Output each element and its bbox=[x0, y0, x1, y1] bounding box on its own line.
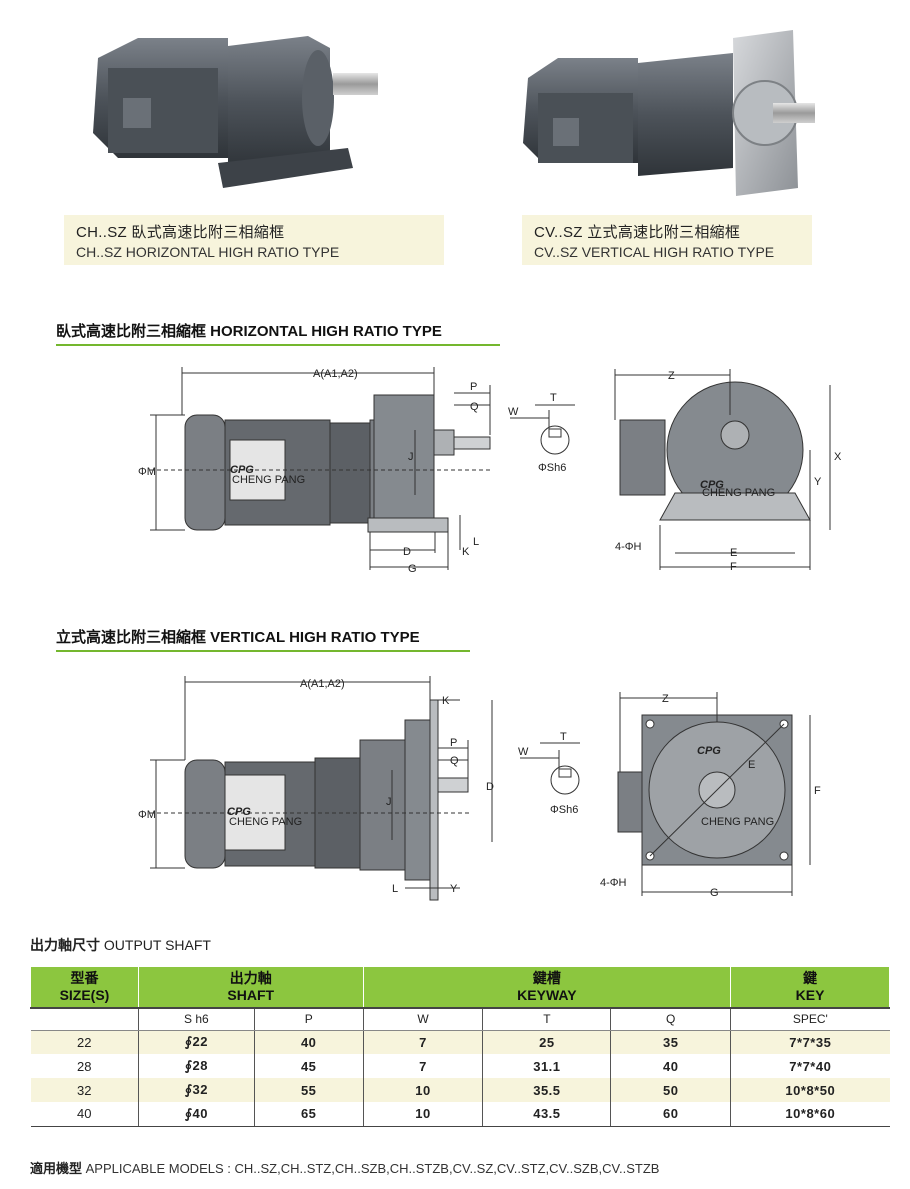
horizontal-front-brand-name: CHENG PANG bbox=[702, 487, 775, 499]
vertical-brand-name: CHENG PANG bbox=[229, 816, 302, 828]
horizontal-caption-en: CH..SZ HORIZONTAL HIGH RATIO TYPE bbox=[76, 244, 340, 260]
v-dim-h: 4-ΦH bbox=[600, 877, 627, 889]
v-dim-t: T bbox=[560, 731, 567, 743]
horizontal-brand-name: CHENG PANG bbox=[232, 474, 305, 486]
vertical-caption-en: CV..SZ VERTICAL HIGH RATIO TYPE bbox=[534, 244, 775, 260]
v-dim-a: A(A1,A2) bbox=[300, 678, 345, 690]
h-dim-g: G bbox=[408, 563, 417, 575]
h-dim-y: Y bbox=[814, 476, 822, 488]
v-dim-e: E bbox=[748, 759, 755, 771]
v-dim-q: Q bbox=[450, 755, 459, 767]
applicable-models-list: APPLICABLE MODELS : CH..SZ,CH..STZ,CH..S… bbox=[85, 1161, 660, 1176]
h-dim-k: K bbox=[462, 546, 470, 558]
table-subheader-row: S h6 P W T Q SPEC' bbox=[30, 1008, 890, 1031]
v-dim-z: Z bbox=[662, 693, 669, 705]
table-row: 28 ∮28 45 7 31.1 40 7*7*40 bbox=[30, 1054, 890, 1078]
h-dim-d: D bbox=[403, 546, 411, 558]
h-dim-l: L bbox=[473, 536, 479, 548]
output-shaft-title-en: OUTPUT SHAFT bbox=[103, 937, 211, 953]
h-dim-a: A(A1,A2) bbox=[313, 368, 358, 380]
vertical-brand-logo: CPG bbox=[227, 806, 251, 818]
v-dim-d: D bbox=[486, 781, 494, 793]
v-dim-j: J bbox=[386, 796, 392, 808]
vertical-caption-zh: CV..SZ 立式高速比附三相縮框 bbox=[534, 224, 741, 241]
horizontal-caption-zh: CH..SZ 臥式高速比附三相縮框 bbox=[76, 224, 285, 241]
vertical-section-title: 立式高速比附三相縮框 VERTICAL HIGH RATIO TYPE bbox=[56, 629, 420, 646]
h-dim-j: J bbox=[408, 451, 414, 463]
applicable-models: 適用機型 APPLICABLE MODELS : CH..SZ,CH..STZ,… bbox=[30, 1158, 659, 1177]
h-dim-w: W bbox=[508, 406, 519, 418]
horizontal-motor-photo bbox=[93, 36, 378, 188]
table-row: 32 ∮32 55 10 35.5 50 10*8*50 bbox=[30, 1078, 890, 1102]
h-dim-m: ΦM bbox=[138, 466, 156, 478]
horizontal-section-underline bbox=[56, 344, 500, 346]
output-shaft-title-zh: 出力軸尺寸 bbox=[30, 937, 100, 953]
table-row: 40 ∮40 65 10 43.5 60 10*8*60 bbox=[30, 1102, 890, 1127]
v-dim-p: P bbox=[450, 737, 457, 749]
h-dim-e: E bbox=[730, 547, 737, 559]
h-dim-p: P bbox=[470, 381, 477, 393]
table-row: 22 ∮22 40 7 25 35 7*7*35 bbox=[30, 1030, 890, 1054]
h-dim-s: ΦSh6 bbox=[538, 462, 566, 474]
horizontal-caption: CH..SZ 臥式高速比附三相縮框 CH..SZ HORIZONTAL HIGH… bbox=[64, 215, 444, 265]
applicable-models-label: 適用機型 bbox=[30, 1161, 83, 1176]
h-dim-h: 4-ΦH bbox=[615, 541, 642, 553]
vertical-dimension-drawing: CPG CHENG PANG CPG CHENG PANG A(A1,A2) K… bbox=[138, 676, 821, 901]
h-dim-q: Q bbox=[470, 401, 479, 413]
vertical-section-underline bbox=[56, 650, 470, 652]
v-dim-k: K bbox=[442, 695, 450, 707]
v-dim-l: L bbox=[392, 883, 398, 895]
v-dim-f: F bbox=[814, 785, 821, 797]
v-dim-y: Y bbox=[450, 883, 458, 895]
v-dim-m: ΦM bbox=[138, 809, 156, 821]
horizontal-brand-logo: CPG bbox=[230, 464, 254, 476]
horizontal-front-brand-logo: CPG bbox=[700, 479, 724, 491]
v-dim-s: ΦSh6 bbox=[550, 804, 578, 816]
h-dim-z: Z bbox=[668, 370, 675, 382]
v-dim-w: W bbox=[518, 746, 529, 758]
h-dim-t: T bbox=[550, 392, 557, 404]
h-dim-x: X bbox=[834, 451, 842, 463]
v-dim-g: G bbox=[710, 887, 719, 899]
horizontal-dimension-drawing: CPG CHENG PANG CPG CHENG PANG A(A1,A2) P… bbox=[138, 367, 842, 575]
horizontal-section-title: 臥式高速比附三相縮框 HORIZONTAL HIGH RATIO TYPE bbox=[56, 323, 442, 340]
vertical-front-brand-name: CHENG PANG bbox=[701, 816, 774, 828]
vertical-caption: CV..SZ 立式高速比附三相縮框 CV..SZ VERTICAL HIGH R… bbox=[522, 215, 812, 265]
vertical-front-brand-logo: CPG bbox=[697, 745, 721, 757]
vertical-motor-photo bbox=[523, 30, 815, 196]
output-shaft-title: 出力軸尺寸 OUTPUT SHAFT bbox=[30, 935, 211, 955]
h-dim-f: F bbox=[730, 561, 737, 573]
